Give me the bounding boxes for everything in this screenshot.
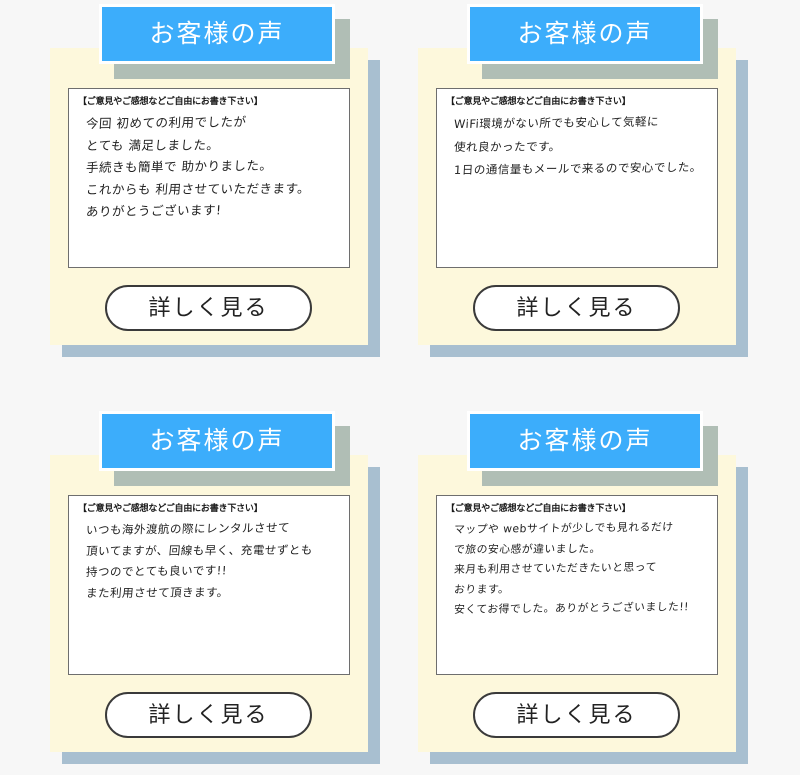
voice-card: お客様の声 【ご意見やご感想などご自由にお書き下さい】 いつも海外渡航の際にレン… <box>50 411 368 752</box>
note-line: 持つのでとても良いです!! <box>85 563 228 579</box>
voice-card: お客様の声 【ご意見やご感想などご自由にお書き下さい】 WiFi環境がない所でも… <box>418 4 736 345</box>
voice-card: お客様の声 【ご意見やご感想などご自由にお書き下さい】 今回 初めての利用でした… <box>50 4 368 345</box>
note-sheet: 【ご意見やご感想などご自由にお書き下さい】 マップや webサイトが少しでも見れ… <box>436 495 718 675</box>
note-line: 1日の通信量もメールで来るので安心でした。 <box>453 159 703 177</box>
detail-button[interactable]: 詳しく見る <box>105 285 312 331</box>
note-line: 使れ良かったです。 <box>453 139 562 154</box>
note-line: 来月も利用させていただきたいと思って <box>453 560 658 576</box>
note-sheet: 【ご意見やご感想などご自由にお書き下さい】 WiFi環境がない所でも安心して気軽… <box>436 88 718 268</box>
note-line: 今回 初めての利用でしたが <box>85 113 247 131</box>
detail-button[interactable]: 詳しく見る <box>473 692 680 738</box>
note-line: 安くてお得でした。ありがとうございました!! <box>453 600 690 616</box>
note-sheet: 【ご意見やご感想などご自由にお書き下さい】 今回 初めての利用でしたが とても … <box>68 88 350 268</box>
note-line: ありがとうございます! <box>85 202 222 219</box>
note-sheet: 【ご意見やご感想などご自由にお書き下さい】 いつも海外渡航の際にレンタルさせて … <box>68 495 350 675</box>
note-label: 【ご意見やご感想などご自由にお書き下さい】 <box>446 503 631 513</box>
card-banner: お客様の声 <box>99 4 335 64</box>
note-line: いつも海外渡航の際にレンタルさせて <box>85 520 291 537</box>
card-banner-label: お客様の声 <box>149 19 285 48</box>
note-line: また利用させて頂きます。 <box>85 585 230 600</box>
note-handwriting: 今回 初めての利用でしたが とても 満足しました。 手続きも簡単で 助かりました… <box>78 113 340 223</box>
card-banner: お客様の声 <box>467 411 703 471</box>
detail-button[interactable]: 詳しく見る <box>105 692 312 738</box>
detail-button-label: 詳しく見る <box>516 295 637 320</box>
note-line: 手続きも簡単で 助かりました。 <box>85 157 273 175</box>
note-handwriting: マップや webサイトが少しでも見れるだけ で旅の安心感が違いました。 来月も利… <box>446 520 708 620</box>
card-banner: お客様の声 <box>99 411 335 471</box>
detail-button-label: 詳しく見る <box>516 702 637 727</box>
note-label: 【ご意見やご感想などご自由にお書き下さい】 <box>78 503 263 513</box>
note-line: WiFi環境がない所でも安心して気軽に <box>453 114 660 131</box>
card-banner-label: お客様の声 <box>517 19 653 48</box>
detail-button-label: 詳しく見る <box>148 295 269 320</box>
note-handwriting: WiFi環境がない所でも安心して気軽に 使れ良かったです。 1日の通信量もメール… <box>446 113 708 182</box>
note-line: マップや webサイトが少しでも見れるだけ <box>453 520 674 536</box>
card-banner-label: お客様の声 <box>517 426 653 455</box>
detail-button-label: 詳しく見る <box>148 702 269 727</box>
card-banner: お客様の声 <box>467 4 703 64</box>
note-handwriting: いつも海外渡航の際にレンタルさせて 頂いてますが、回線も早く、充電せずとも 持つ… <box>78 520 340 604</box>
detail-button[interactable]: 詳しく見る <box>473 285 680 331</box>
voice-card: お客様の声 【ご意見やご感想などご自由にお書き下さい】 マップや webサイトが… <box>418 411 736 752</box>
note-label: 【ご意見やご感想などご自由にお書き下さい】 <box>446 96 631 106</box>
note-label: 【ご意見やご感想などご自由にお書き下さい】 <box>78 96 263 106</box>
card-banner-label: お客様の声 <box>149 426 285 455</box>
